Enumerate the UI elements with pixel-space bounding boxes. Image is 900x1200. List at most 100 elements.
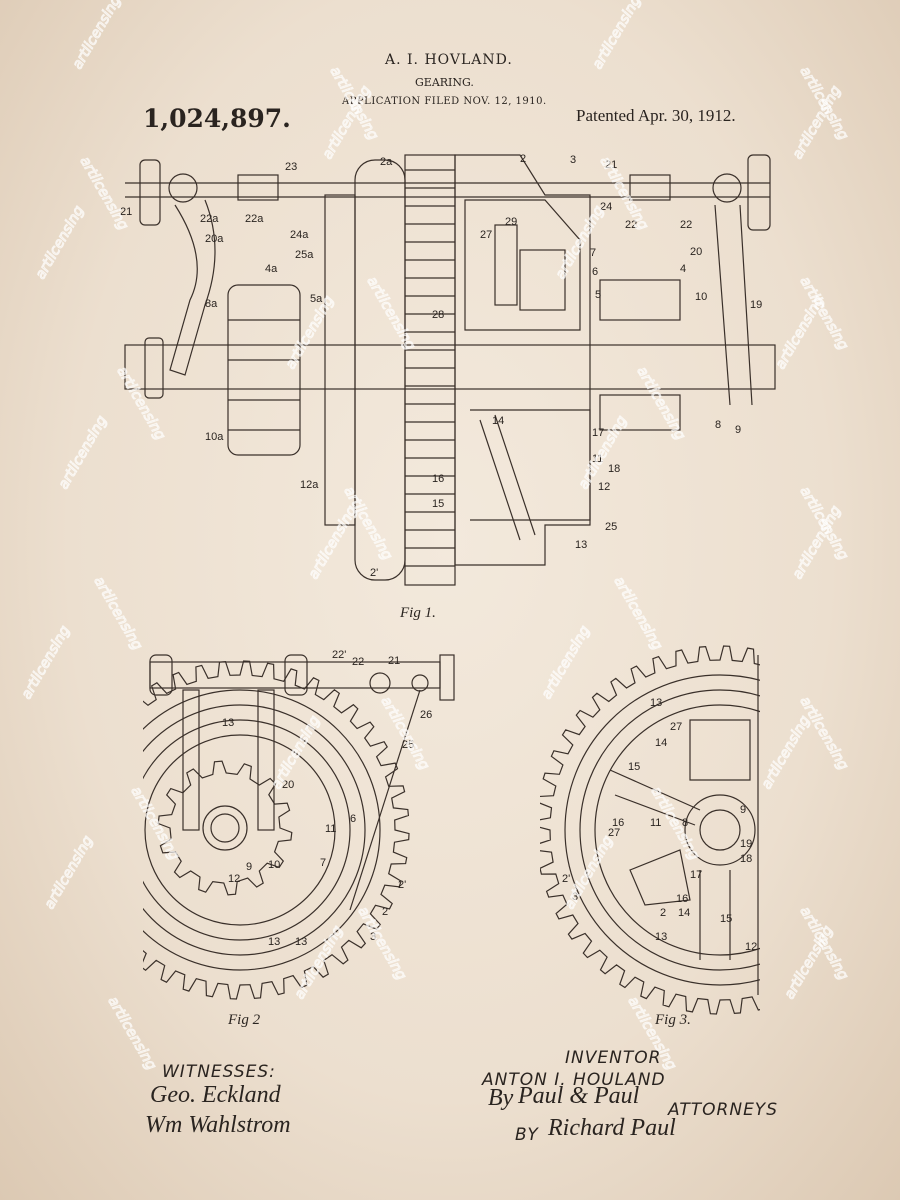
fig1-caption: Fig 1. (400, 605, 436, 621)
watermark-text: artlicensing (759, 713, 814, 792)
fig2-part-label: 12 (228, 873, 240, 885)
fig1-part-label: 28 (432, 309, 444, 321)
watermark-text: artlicensing (77, 154, 132, 233)
fig1-part-label: 27 (480, 229, 492, 241)
fig1-part-label: 10 (695, 291, 707, 303)
fig1-part-label: 25 (605, 521, 617, 533)
watermark-text: artlicensing (33, 203, 88, 282)
fig1-part-label: 24 (600, 201, 612, 213)
fig1-part-label: 9 (735, 424, 741, 436)
fig3-part-label: 13 (655, 931, 667, 943)
watermark-text: artlicensing (597, 154, 652, 233)
fig2-part-label: 22' (332, 649, 346, 661)
fig3-part-label: 2' (562, 873, 570, 885)
fig1-part-label: 20a (205, 233, 224, 245)
fig1-part-label: 3 (570, 154, 576, 166)
watermark-text: artlicensing (292, 923, 347, 1002)
by-label: BY (515, 1125, 539, 1145)
patent-title: GEARING. (415, 76, 474, 89)
fig3-part-label: 2 (660, 907, 666, 919)
fig3-part-label: 15 (628, 761, 640, 773)
fig1-part-label: 17 (592, 427, 604, 439)
fig2-part-label: 20 (282, 779, 294, 791)
fig2-part-label: 2 (382, 906, 388, 918)
fig1-part-label: 22 (680, 219, 692, 231)
fig1-part-label: 12 (598, 481, 610, 493)
fig2-part-label: 22 (352, 656, 364, 668)
witnesses-label: WITNESSES: (162, 1062, 276, 1082)
fig2-part-label: 26 (420, 709, 432, 721)
fig1-part-label: 12a (300, 479, 319, 491)
attorney-firm-signature: Paul & Paul (518, 1083, 640, 1109)
fig1-part-label: 15 (432, 498, 444, 510)
fig2-part-label: 3 (370, 931, 376, 943)
fig3-part-label: 3 (572, 891, 578, 903)
attorneys-label: ATTORNEYS (668, 1100, 778, 1120)
fig3-drawing (540, 645, 760, 1015)
inventor-header: A. I. HOVLAND. (385, 52, 513, 68)
fig1-part-label: 25a (295, 249, 314, 261)
fig1-part-label: 22a (245, 213, 264, 225)
fig1-part-label: 24a (290, 229, 309, 241)
fig2-part-label: 13 (268, 936, 280, 948)
fig3-part-label: 16 (612, 817, 624, 829)
filing-date: APPLICATION FILED NOV. 12, 1910. (342, 96, 547, 107)
watermark-text: artlicensing (19, 623, 74, 702)
fig1-part-label: 29 (505, 216, 517, 228)
watermark-text: artlicensing (378, 694, 433, 773)
witness-1-signature: Geo. Eckland (150, 1082, 281, 1108)
watermark-text: artlicensing (590, 0, 645, 72)
fig3-part-label: 18 (740, 853, 752, 865)
fig1-part-label: 22a (200, 213, 219, 225)
watermark-text: artlicensing (269, 713, 324, 792)
inventor-label: INVENTOR (565, 1048, 662, 1068)
fig1-part-label: 4 (680, 263, 686, 275)
fig3-part-label: 27 (670, 721, 682, 733)
fig1-part-label: 11 (592, 453, 603, 465)
fig1-part-label: 21 (120, 206, 132, 218)
fig3-caption: Fig 3. (655, 1012, 691, 1028)
watermark-text: artlicensing (539, 623, 594, 702)
watermark-text: artlicensing (56, 413, 111, 492)
fig1-part-label: 8 (715, 419, 721, 431)
fig1-part-label: 16 (432, 473, 444, 485)
fig1-part-label: 6 (592, 266, 598, 278)
fig1-part-label: 5a (310, 293, 323, 305)
fig2-part-label: 7 (320, 857, 326, 869)
fig3-part-label: 14 (655, 737, 667, 749)
fig3-part-label: 13 (650, 697, 662, 709)
fig1-part-label: 21 (605, 159, 617, 171)
fig3-part-label: 19 (740, 838, 752, 850)
patent-number: 1,024,897. (143, 104, 291, 133)
watermark-text: artlicensing (128, 784, 183, 863)
fig2-part-label: 10 (268, 859, 280, 871)
fig1-drawing (124, 154, 776, 586)
fig3-part-label: 17 (690, 869, 702, 881)
inventor-name: ANTON I. HOULAND (482, 1070, 666, 1090)
fig2-drawing (143, 654, 455, 1000)
fig1-part-label: 4a (265, 263, 278, 275)
fig1-part-label: 19 (750, 299, 762, 311)
patent-date: Patented Apr. 30, 1912. (576, 106, 736, 125)
watermark-text: artlicensing (105, 994, 160, 1073)
fig2-caption: Fig 2 (228, 1012, 261, 1028)
fig3-part-label: 27 (608, 827, 620, 839)
fig3-part-label: 16 (676, 893, 688, 905)
fig1-part-label: 14 (492, 415, 504, 427)
fig2-part-label: 25 (402, 739, 414, 751)
fig1-part-label: 2 (520, 153, 526, 165)
fig3-part-label: 15 (720, 913, 732, 925)
fig3-part-label: 12 (745, 941, 757, 953)
fig2-part-label: 6 (350, 813, 356, 825)
fig2-part-label: 2' (398, 879, 406, 891)
watermark-text: artlicensing (42, 833, 97, 912)
fig2-part-label: 9 (246, 861, 252, 873)
fig2-part-label: 13 (295, 936, 307, 948)
fig3-part-label: 11 (650, 817, 661, 829)
fig2-part-label: 11 (325, 823, 336, 835)
fig1-part-label: 8a (205, 298, 218, 310)
fig1-part-label: 20 (690, 246, 702, 258)
fig1-part-label: 18 (608, 463, 620, 475)
fig3-part-label: 14 (678, 907, 690, 919)
fig1-part-label: 5 (595, 289, 601, 301)
